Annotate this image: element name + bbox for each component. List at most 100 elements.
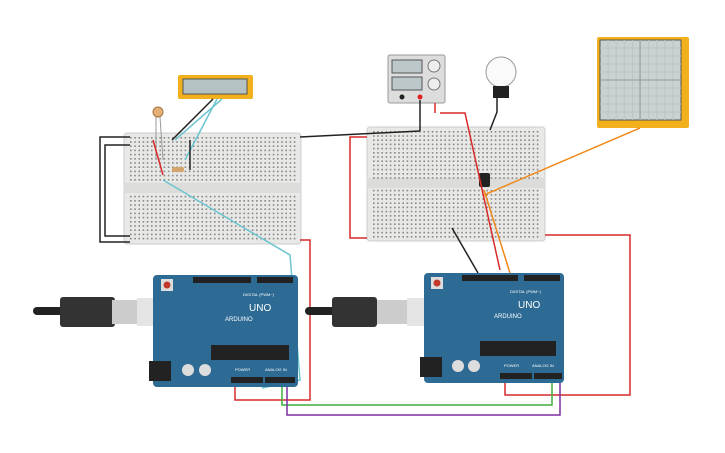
breadboard-hole [235,195,237,198]
breadboard-hole [146,153,149,156]
breadboard-hole [289,225,292,227]
breadboard-hole [377,206,379,209]
breadboard-hole [264,145,266,147]
breadboard-hole [532,168,535,171]
breadboard-hole [461,168,463,171]
breadboard-hole [260,170,262,173]
breadboard-hole [515,194,518,196]
breadboard-hole [532,177,535,179]
breadboard-hole [251,166,254,168]
breadboard-hole [151,174,153,177]
breadboard-hole [410,164,413,167]
arduino-uno-left[interactable]: ARDUINO UNO DIGITAL (PWM~) POWER ANALOG … [149,275,298,387]
breadboard-hole [230,221,233,223]
breadboard-hole [193,221,195,223]
breadboard-hole [167,233,170,236]
breadboard-hole [146,141,149,143]
breadboard-hole [385,160,388,162]
transistor[interactable] [479,173,490,187]
breadboard-hole [130,204,132,206]
breadboard-hole [486,147,488,150]
breadboard-hole [423,177,425,179]
breadboard-hole [289,162,292,164]
breadboard-hole [214,174,216,177]
breadboard-hole [180,145,182,147]
oscilloscope[interactable] [597,37,689,128]
breadboard-hole [159,225,161,227]
breadboard-hole [381,198,383,200]
breadboard-hole [448,198,451,200]
breadboard-hole [528,177,530,179]
breadboard-hole [524,223,526,225]
breadboard-hole [130,225,132,227]
breadboard-hole [469,168,472,171]
breadboard-hole [448,173,451,175]
breadboard-hole [440,206,442,209]
breadboard-hole [457,202,459,204]
breadboard-hole [406,206,409,209]
breadboard-hole [197,208,199,210]
resistor[interactable] [172,167,184,172]
breadboard-hole [448,139,451,141]
lcd-display[interactable] [178,75,253,99]
breadboard-hole [482,139,484,141]
breadboard-hole [377,147,379,150]
breadboard-hole [167,145,170,147]
breadboard-hole [184,237,187,240]
breadboard-hole [167,153,170,156]
light-bulb[interactable] [485,56,517,98]
breadboard-hole [243,208,245,210]
breadboard-hole [256,170,258,173]
breadboard-hole [247,162,250,164]
breadboard-hole [272,208,275,210]
breadboard-hole [155,212,157,215]
breadboard-hole [197,225,199,227]
breadboard-hole [293,158,296,160]
breadboard-hole [473,202,476,204]
breadboard-hole [394,139,396,141]
breadboard-hole [155,237,157,240]
power-supply[interactable] [387,54,446,104]
breadboard-hole [381,231,383,234]
breadboard-hole [205,141,208,143]
breadboard-hole [184,145,187,147]
arduino-uno-right[interactable]: ARDUINO UNO DIGITAL (PWM~) POWER ANALOG … [420,273,564,383]
breadboard-hole [285,153,287,156]
breadboard-hole [503,202,505,204]
breadboard-hole [264,237,266,240]
breadboard-hole [419,202,421,204]
breadboard-hole [151,195,153,198]
breadboard-hole [461,131,463,133]
breadboard-hole [146,237,149,240]
breadboard-hole [536,219,539,221]
breadboard-hole [423,143,425,146]
breadboard-hole [494,206,497,209]
breadboard-hole [146,166,149,168]
breadboard-hole [448,219,451,221]
breadboard-left[interactable] [123,132,302,245]
breadboard-hole [536,227,539,230]
breadboard-hole [373,194,375,196]
breadboard-hole [243,162,245,164]
breadboard-hole [511,198,514,200]
breadboard-hole [256,221,258,223]
breadboard-hole [473,206,476,209]
breadboard-hole [503,168,505,171]
breadboard-hole [524,168,526,171]
breadboard-hole [247,216,250,219]
breadboard-hole [193,208,195,210]
breadboard-hole [406,210,409,213]
breadboard-hole [373,135,375,137]
breadboard-hole [524,173,526,175]
breadboard-right[interactable] [366,126,546,242]
breadboard-hole [180,200,182,202]
breadboard-hole [151,212,153,215]
breadboard-hole [134,221,136,223]
breadboard-hole [138,149,140,152]
breadboard-hole [536,198,539,200]
breadboard-hole [406,223,409,225]
breadboard-hole [142,216,145,219]
breadboard-hole [419,131,421,133]
breadboard-hole [289,200,292,202]
breadboard-hole [247,204,250,206]
